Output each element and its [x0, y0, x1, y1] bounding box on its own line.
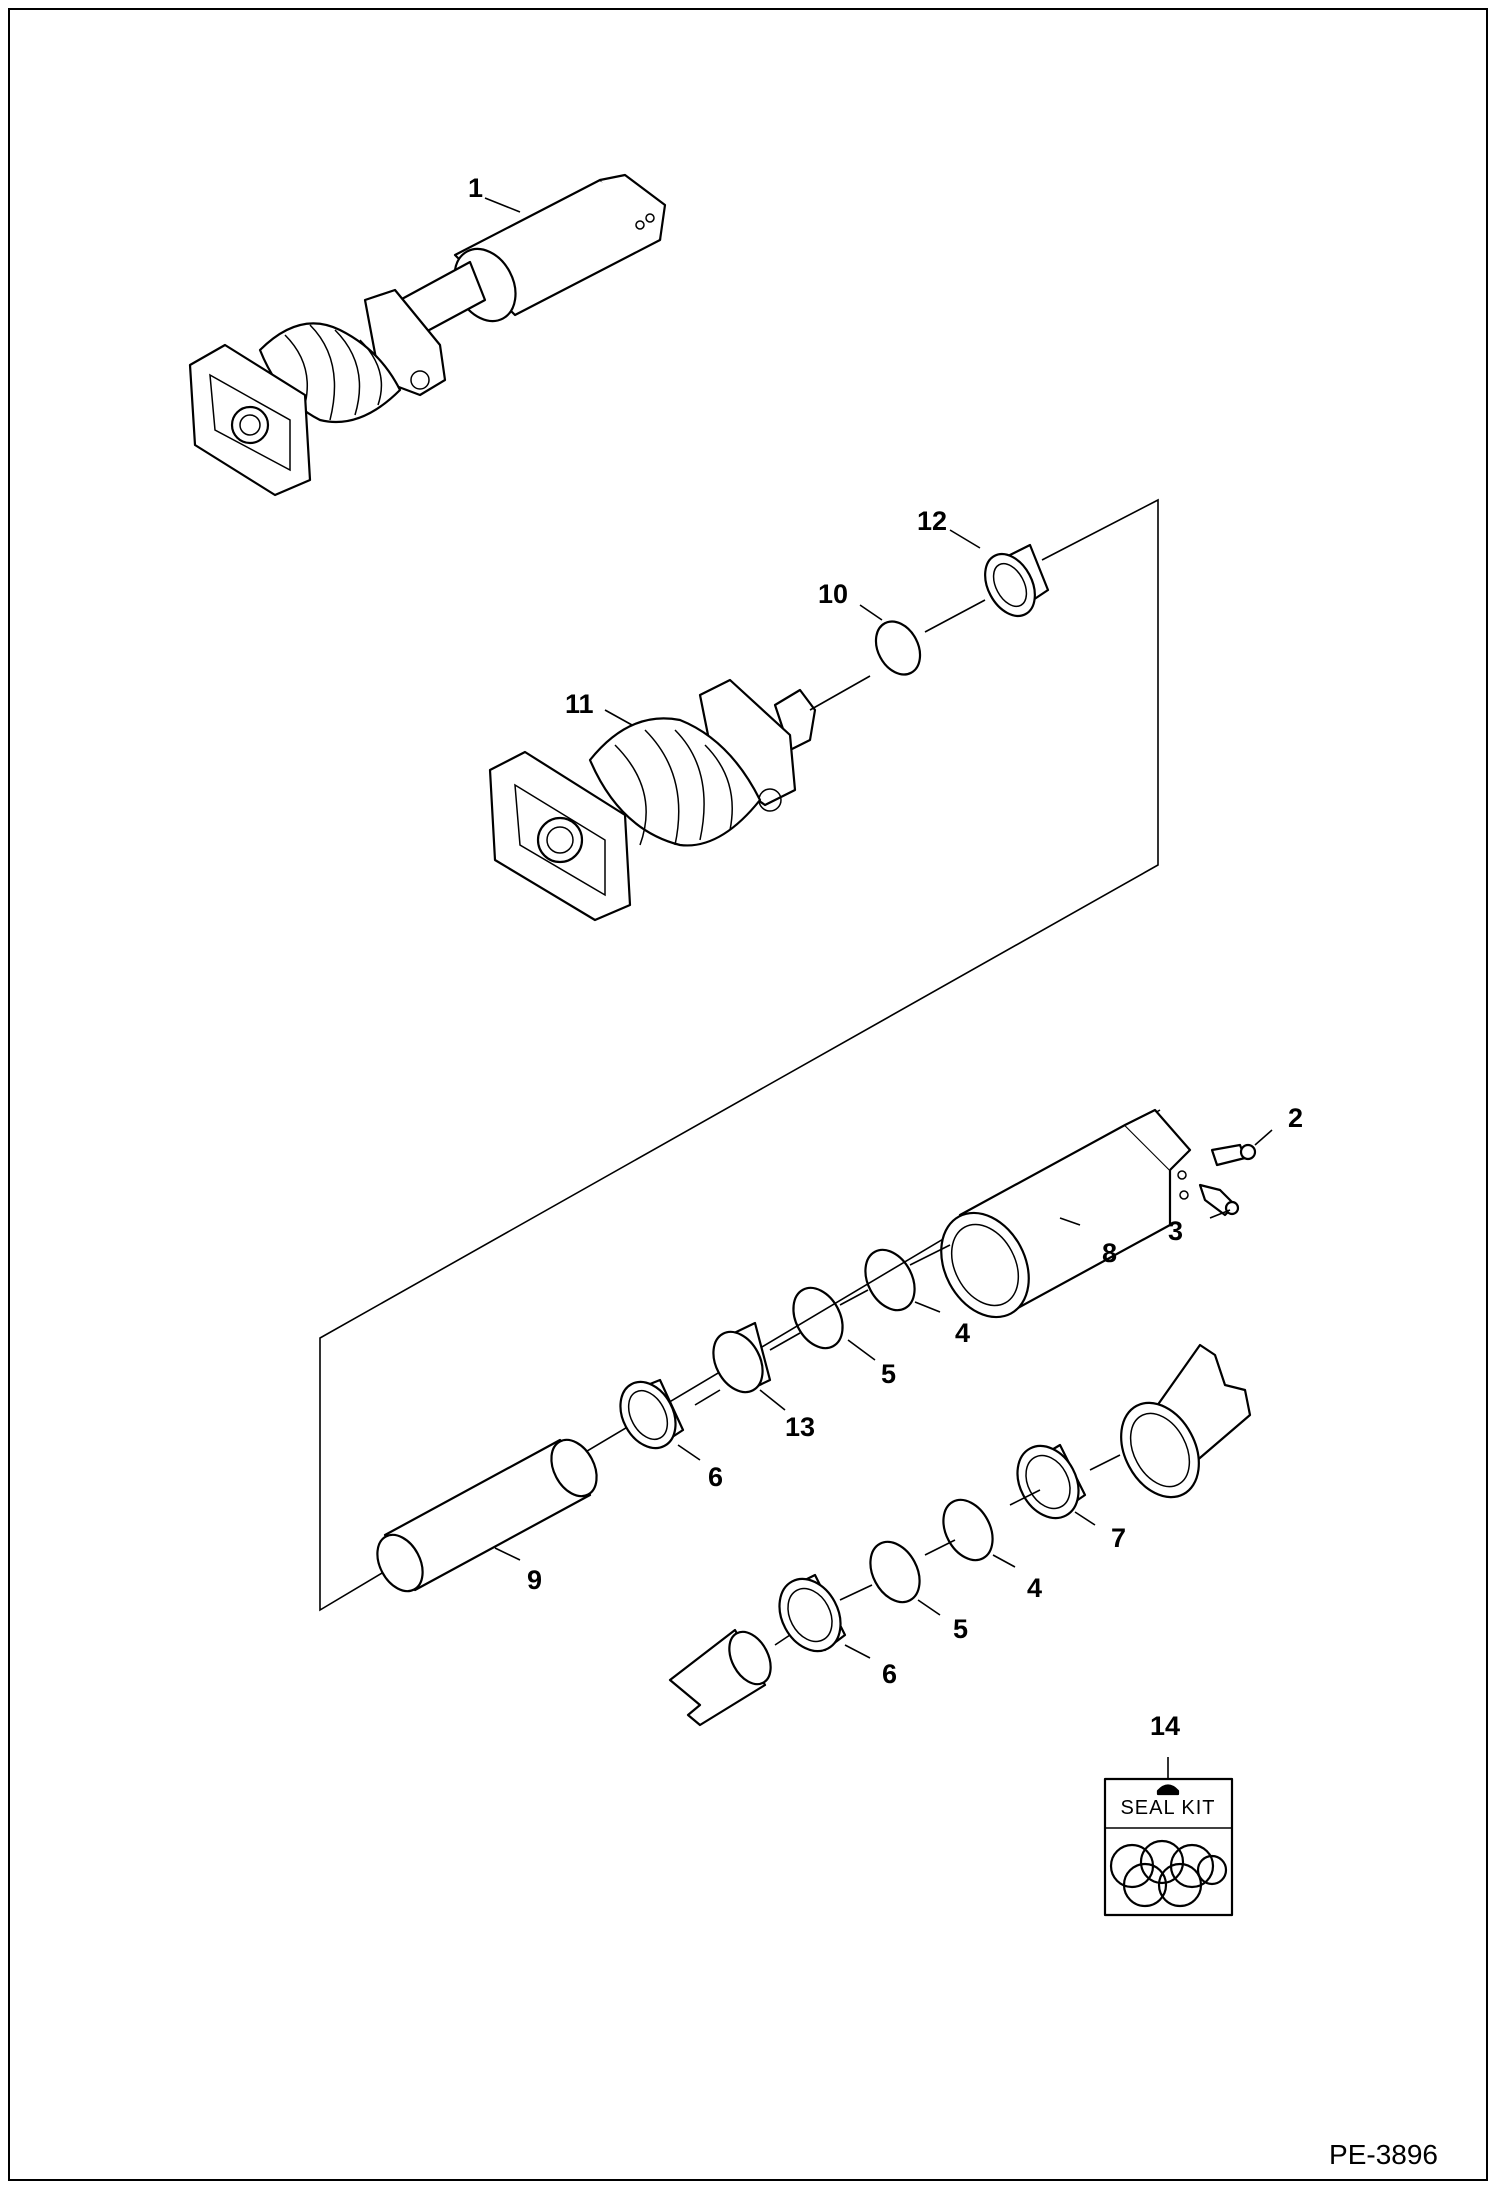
diagram-border	[8, 8, 1488, 2181]
callout-3: 3	[1168, 1216, 1183, 1246]
callout-9: 9	[527, 1565, 542, 1595]
callout-8: 8	[1102, 1238, 1117, 1268]
callout-5-lower: 5	[953, 1614, 968, 1644]
callout-1: 1	[468, 173, 483, 203]
part-5-backup-ring-upper	[792, 1286, 844, 1350]
part-rod-end-lower	[668, 1628, 772, 1727]
part-6-seal-lower	[778, 1573, 847, 1653]
part-8-barrel	[940, 1108, 1192, 1319]
part-4-o-ring-upper	[864, 1248, 916, 1312]
part-12-wiper-seal	[984, 543, 1050, 618]
part-9-rod	[376, 1438, 598, 1593]
part-cylinder-end-lower	[1120, 1343, 1252, 1499]
callout-2: 2	[1288, 1103, 1303, 1133]
part-1-recoil-assembly	[188, 173, 667, 497]
part-5-backup-ring-lower	[869, 1540, 921, 1604]
part-6-seal-upper	[619, 1378, 685, 1450]
part-7-nut	[1016, 1443, 1087, 1520]
callout-5-upper: 5	[881, 1359, 896, 1389]
callout-4-lower: 4	[1027, 1573, 1042, 1603]
part-2-grease-fitting	[1210, 1143, 1257, 1167]
callout-6-lower: 6	[882, 1659, 897, 1689]
callout-12: 12	[917, 506, 947, 536]
callout-4-upper: 4	[955, 1318, 970, 1348]
part-11-spring-yoke-assembly	[488, 678, 817, 922]
callout-6-upper: 6	[708, 1462, 723, 1492]
part-13-split-ring	[712, 1321, 772, 1394]
seal-kit-label: SEAL KIT	[1120, 1797, 1216, 1819]
part-10-o-ring	[874, 620, 922, 676]
part-3-check-valve	[1198, 1183, 1240, 1217]
callout-14: 14	[1150, 1711, 1180, 1741]
callout-7: 7	[1111, 1523, 1126, 1553]
callout-11: 11	[565, 689, 594, 719]
part-4-o-ring-lower	[942, 1498, 994, 1562]
callout-13: 13	[785, 1412, 815, 1442]
callout-10: 10	[818, 579, 848, 609]
part-14-seal-kit	[1103, 1777, 1234, 1917]
document-code: PE-3896	[1329, 2139, 1438, 2170]
